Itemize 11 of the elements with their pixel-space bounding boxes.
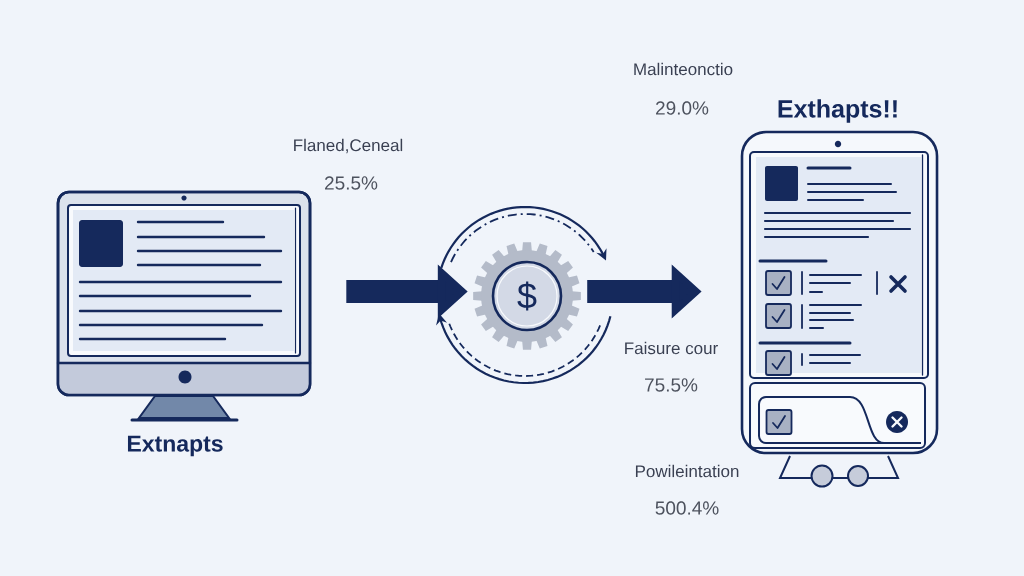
gear: $ xyxy=(473,242,581,350)
percentage-label: 75.5% xyxy=(645,378,698,392)
percentage-label: 29.0% xyxy=(656,101,709,115)
category-label: Flaned,Ceneal xyxy=(294,138,403,154)
heading: Exthapts!! xyxy=(778,99,897,123)
heading: Extnapts xyxy=(128,435,223,457)
category-label: Faisure cour xyxy=(625,341,718,355)
percentage-label: 500.4% xyxy=(655,501,719,515)
category-label: Powileintation xyxy=(635,464,739,478)
percentage-label: 25.5% xyxy=(325,176,378,190)
category-label: Malinteonctio xyxy=(634,62,733,76)
